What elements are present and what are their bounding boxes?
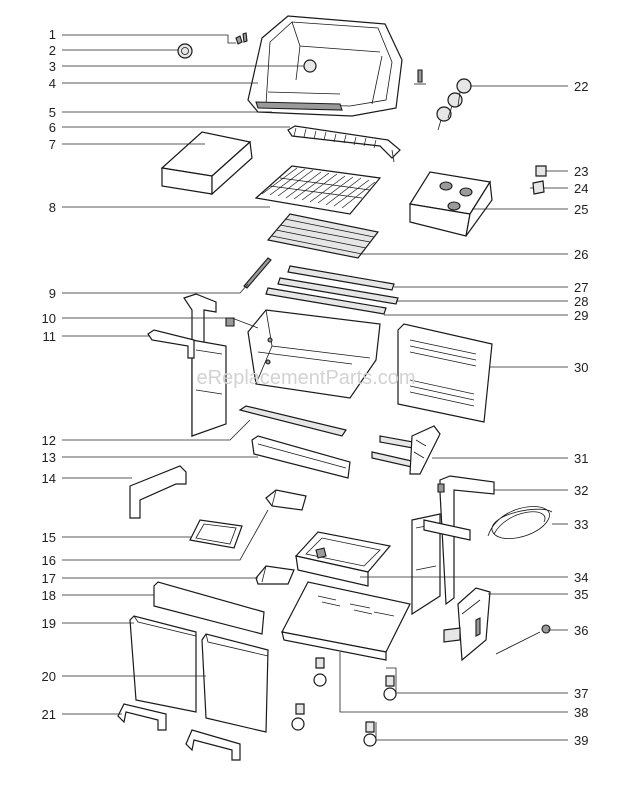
callout-35: 35 — [574, 587, 588, 602]
part-cookbox — [247, 309, 381, 399]
part-small-tray — [255, 565, 295, 585]
callout-numbers: 1 2 3 4 5 6 7 8 9 10 11 12 13 14 15 16 1… — [42, 27, 589, 748]
part-bottom-tray — [294, 531, 392, 587]
part-right-side-table — [409, 171, 493, 237]
part-gas-hose — [487, 506, 553, 539]
part-door-handles — [117, 703, 241, 761]
part-warming-rack — [287, 125, 401, 163]
callout-6: 6 — [49, 120, 56, 135]
callout-32: 32 — [574, 483, 588, 498]
callout-23: 23 — [574, 164, 588, 179]
part-handle-bracket — [147, 329, 195, 359]
callout-1: 1 — [49, 27, 56, 42]
callout-34: 34 — [574, 570, 588, 585]
part-left-side-table — [160, 131, 253, 196]
part-screws — [235, 32, 248, 45]
callout-17: 17 — [42, 571, 56, 586]
callout-31: 31 — [574, 451, 588, 466]
callout-12: 12 — [42, 433, 56, 448]
part-lid — [247, 15, 403, 117]
callout-38: 38 — [574, 705, 588, 720]
part-door-right — [201, 633, 269, 733]
callout-11: 11 — [43, 329, 57, 344]
callout-15: 15 — [42, 530, 56, 545]
leader-lines — [62, 34, 568, 741]
part-bottom-shelf — [281, 581, 411, 661]
callout-13: 13 — [42, 450, 56, 465]
callout-16: 16 — [42, 553, 56, 568]
callout-37: 37 — [574, 686, 588, 701]
watermark-text: eReplacementParts.com — [197, 367, 416, 389]
callout-33: 33 — [574, 517, 588, 532]
callout-28: 28 — [574, 294, 588, 309]
callout-8: 8 — [49, 200, 56, 215]
part-cross-bars — [238, 405, 351, 479]
callout-30: 30 — [574, 360, 588, 375]
callout-14: 14 — [42, 471, 56, 486]
callout-3: 3 — [49, 59, 56, 74]
part-crossover-tube — [243, 257, 272, 289]
part-side-table-bracket — [129, 465, 187, 519]
part-casters — [291, 657, 397, 747]
part-igniter-bracket — [371, 425, 441, 475]
callout-27: 27 — [574, 280, 588, 295]
part-control-knobs — [436, 78, 472, 131]
part-catch-pan-holder — [189, 519, 243, 549]
part-flavorizer-bars — [266, 213, 380, 259]
callout-24: 24 — [574, 181, 588, 196]
callout-22: 22 — [574, 79, 588, 94]
callout-18: 18 — [42, 588, 56, 603]
part-drip-tray — [265, 489, 307, 511]
callout-19: 19 — [42, 616, 56, 631]
part-burner-tubes — [265, 265, 399, 315]
callout-7: 7 — [49, 137, 56, 152]
callout-10: 10 — [42, 311, 56, 326]
part-igniter-parts — [530, 165, 547, 195]
callout-21: 21 — [42, 707, 56, 722]
part-cooking-grate — [254, 165, 382, 215]
callout-25: 25 — [574, 202, 588, 217]
part-left-frame — [183, 293, 235, 437]
callout-26: 26 — [574, 247, 588, 262]
part-thermometer — [177, 43, 193, 59]
callout-39: 39 — [574, 733, 588, 748]
part-door-left — [129, 615, 197, 713]
callout-5: 5 — [49, 105, 56, 120]
callout-2: 2 — [49, 43, 56, 58]
callout-20: 20 — [42, 669, 56, 684]
part-right-frame — [411, 475, 495, 616]
part-front-panel — [153, 581, 265, 635]
callout-4: 4 — [49, 76, 56, 91]
callout-36: 36 — [574, 623, 588, 638]
part-igniter-wire — [495, 624, 551, 655]
part-side-panel — [443, 587, 491, 662]
part-hardware — [414, 69, 426, 85]
part-rear-panel — [397, 323, 493, 423]
callout-29: 29 — [574, 308, 588, 323]
callout-9: 9 — [49, 286, 56, 301]
